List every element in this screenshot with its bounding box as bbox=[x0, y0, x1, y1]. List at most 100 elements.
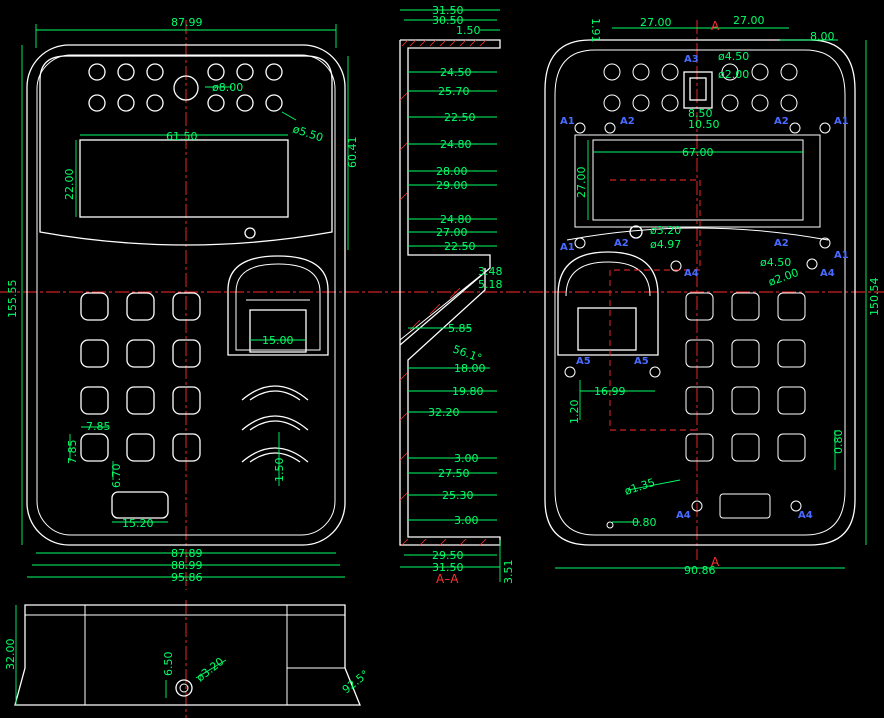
section-dim-6: 24.80 bbox=[440, 213, 472, 226]
back-sq-850: 8.50 bbox=[688, 107, 713, 120]
bottom-angle: 92.5° bbox=[340, 668, 372, 697]
section-dim-518: 5.18 bbox=[478, 278, 503, 291]
back-view bbox=[544, 39, 856, 546]
section-dim-7: 27.00 bbox=[436, 226, 468, 239]
section-dim-1: 25.70 bbox=[438, 85, 470, 98]
front-slot-width: 15.20 bbox=[122, 517, 154, 530]
section-dim-348: 3.48 bbox=[478, 265, 503, 278]
back-dimension-lines bbox=[555, 27, 867, 569]
mark-a1-mr: A1 bbox=[834, 250, 849, 261]
back-dim-080b: 0.80 bbox=[632, 516, 657, 529]
mark-a1-tl: A1 bbox=[560, 116, 575, 127]
section-dim-2750: 27.50 bbox=[438, 467, 470, 480]
mark-a2-ml: A2 bbox=[614, 238, 629, 249]
back-section-mark-bottom: A bbox=[711, 555, 720, 569]
front-led-height: 1.50 bbox=[273, 458, 286, 483]
section-top-1: 31.50 bbox=[432, 4, 464, 17]
front-top-to-display: 60.41 bbox=[346, 137, 359, 169]
mark-a2-mr: A2 bbox=[774, 238, 789, 249]
mark-a2-tr: A2 bbox=[774, 116, 789, 127]
back-dim-080a: 0.80 bbox=[832, 430, 845, 455]
section-dim-300b: 3.00 bbox=[454, 514, 479, 527]
back-fingerprint-housing bbox=[557, 251, 659, 356]
front-bottom-1: 87.89 bbox=[171, 547, 203, 560]
bottom-hole-dia: ø3.20 bbox=[194, 655, 227, 684]
section-bottom-1: 29.50 bbox=[432, 549, 464, 562]
bottom-screw-hole bbox=[175, 679, 193, 697]
screw-bosses bbox=[564, 122, 831, 529]
section-cut-path bbox=[609, 179, 701, 431]
front-top-width: 87.99 bbox=[171, 16, 203, 29]
front-view bbox=[26, 44, 346, 546]
section-side-351: 3.51 bbox=[502, 560, 515, 585]
section-dim-3220: 32.20 bbox=[428, 406, 460, 419]
back-height: 150.54 bbox=[868, 278, 881, 317]
status-chevrons bbox=[241, 385, 309, 463]
keypad bbox=[80, 292, 201, 462]
front-bottom-3: 95.86 bbox=[171, 571, 203, 584]
back-dim-1699: 16.99 bbox=[594, 385, 626, 398]
back-top-right: 27.00 bbox=[733, 14, 765, 27]
card-slot bbox=[111, 491, 169, 519]
mark-a5-l: A5 bbox=[576, 356, 591, 367]
section-dim-5: 29.00 bbox=[436, 179, 468, 192]
display-window bbox=[79, 139, 289, 218]
mark-a4-br: A4 bbox=[798, 510, 813, 521]
section-dim-3: 24.80 bbox=[440, 138, 472, 151]
section-hatch bbox=[399, 39, 487, 546]
bottom-hole-offset: 6.50 bbox=[162, 652, 175, 677]
back-keypad bbox=[685, 292, 806, 462]
back-bottom-width: 90.86 bbox=[684, 564, 716, 577]
front-display-height: 22.00 bbox=[63, 169, 76, 201]
front-hole-large: ø8.00 bbox=[212, 81, 243, 94]
section-profile bbox=[399, 39, 501, 546]
section-view bbox=[399, 9, 501, 582]
section-dim-1800: 18.00 bbox=[454, 362, 486, 375]
section-bottom-2: 31.50 bbox=[432, 561, 464, 574]
back-corner: 1.91 bbox=[589, 18, 602, 43]
bottom-height: 32.00 bbox=[4, 639, 17, 671]
mark-a5-r: A5 bbox=[634, 356, 649, 367]
section-top-2: 30.50 bbox=[432, 14, 464, 27]
back-section-mark-top: A bbox=[711, 19, 720, 33]
section-dim-2530: 25.30 bbox=[442, 489, 474, 502]
back-boss-200b: ø2.00 bbox=[767, 266, 801, 289]
back-boss-497: ø4.97 bbox=[650, 238, 681, 251]
section-dim-1980: 19.80 bbox=[452, 385, 484, 398]
front-dimensions bbox=[21, 24, 349, 578]
section-top-3: 1.50 bbox=[456, 24, 481, 37]
speaker-holes bbox=[88, 63, 283, 112]
back-dim-135: ø1.35 bbox=[623, 476, 657, 498]
back-hole-200: ø2.00 bbox=[718, 68, 749, 81]
fingerprint-sensor bbox=[227, 255, 329, 356]
section-dimension-lines bbox=[400, 9, 501, 582]
back-speaker-holes bbox=[603, 63, 798, 112]
front-key-size: 7.85 bbox=[86, 420, 111, 433]
back-display-recess bbox=[574, 134, 821, 228]
mark-a3: A3 bbox=[684, 54, 699, 65]
back-outline bbox=[544, 39, 856, 546]
front-inner-outline bbox=[36, 54, 336, 536]
mark-a4-r: A4 bbox=[820, 268, 835, 279]
back-display-height: 27.00 bbox=[575, 167, 588, 199]
front-finger-window: 15.00 bbox=[262, 334, 294, 347]
front-display-width: 61.50 bbox=[166, 130, 198, 143]
back-display-divider bbox=[566, 227, 829, 241]
back-inner-outline bbox=[554, 49, 846, 536]
section-dim-8: 22.50 bbox=[444, 240, 476, 253]
front-key-size-vertical: 7.85 bbox=[66, 440, 79, 465]
bottom-view bbox=[14, 604, 361, 706]
back-display-width: 67.00 bbox=[682, 146, 714, 159]
front-bottom-2: 88.99 bbox=[171, 559, 203, 572]
back-hole-450: ø4.50 bbox=[718, 50, 749, 63]
section-dim-0: 24.50 bbox=[440, 66, 472, 79]
mark-a4-b: A4 bbox=[676, 510, 691, 521]
back-dim-120: 1.20 bbox=[568, 400, 581, 425]
section-dim-2: 22.50 bbox=[444, 111, 476, 124]
back-boss-450b: ø4.50 bbox=[760, 256, 791, 269]
back-top-left: 27.00 bbox=[640, 16, 672, 29]
front-outline bbox=[26, 44, 346, 546]
mark-a4-m: A4 bbox=[684, 268, 699, 279]
